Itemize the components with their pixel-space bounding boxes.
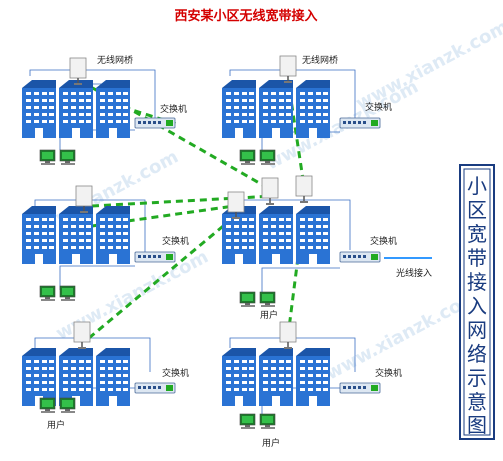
wireless-bridge-icon <box>261 177 279 206</box>
side-title-char: 小 <box>467 174 487 198</box>
switch-icon <box>134 382 176 394</box>
user-label-mid-right: 用户 <box>260 309 278 321</box>
fiber-label: 光线接入 <box>396 267 432 279</box>
wireless-bridge-icon <box>279 321 297 350</box>
building-icon <box>22 80 130 138</box>
side-title-char: 宽 <box>467 222 487 246</box>
bridge-label-top-left: 无线网桥 <box>97 54 133 66</box>
side-title-char: 区 <box>467 198 487 222</box>
switch-icon <box>339 382 381 394</box>
switch-label-top-right: 交换机 <box>365 101 392 113</box>
side-title-char: 带 <box>467 246 487 270</box>
user-label-bottom-right: 用户 <box>262 437 280 449</box>
watermark-text-3: www.xianzk.com <box>352 16 503 114</box>
switch-label-bottom-left: 交换机 <box>162 367 189 379</box>
switch-icon <box>134 251 176 263</box>
building-icon <box>22 348 130 406</box>
side-title-char: 意 <box>467 390 487 414</box>
page-title: 西安某小区无线宽带接入 <box>174 8 317 24</box>
switch-label-mid-left: 交换机 <box>162 235 189 247</box>
computer-icon <box>259 413 276 430</box>
side-title-char: 图 <box>467 413 487 437</box>
side-title-char: 示 <box>467 366 487 390</box>
watermark-text-5: www.xianzk.com <box>322 286 481 384</box>
user-label-bottom-left: 用户 <box>47 419 65 431</box>
bridge-label-top-right: 无线网桥 <box>302 54 338 66</box>
wireless-bridge-icon <box>73 321 91 350</box>
computer-icon <box>59 285 76 302</box>
switch-label-top-left: 交换机 <box>160 103 187 115</box>
building-icon <box>22 206 130 264</box>
building-icon <box>222 80 330 138</box>
switch-icon <box>339 251 381 263</box>
computer-icon <box>239 413 256 430</box>
switch-icon <box>134 117 176 129</box>
side-title-char: 网 <box>467 318 487 342</box>
computer-icon <box>39 285 56 302</box>
computer-icon <box>259 291 276 308</box>
side-title-char: 络 <box>467 342 487 366</box>
switch-icon <box>339 117 381 129</box>
wireless-bridge-icon <box>295 175 313 204</box>
switch-label-bottom-right: 交换机 <box>375 367 402 379</box>
computer-icon <box>59 149 76 166</box>
computer-icon <box>39 397 56 414</box>
computer-icon <box>239 291 256 308</box>
computer-icon <box>59 397 76 414</box>
computer-icon <box>239 149 256 166</box>
switch-label-mid-right: 交换机 <box>370 235 397 247</box>
side-title-box: 小 区 宽 带 接 入 网 络 示 意 图 <box>459 164 495 440</box>
wireless-bridge-icon <box>279 55 297 84</box>
computer-icon <box>39 149 56 166</box>
building-icon <box>222 206 330 264</box>
side-title-char: 入 <box>467 294 487 318</box>
building-icon <box>222 348 330 406</box>
side-title-char: 接 <box>467 270 487 294</box>
